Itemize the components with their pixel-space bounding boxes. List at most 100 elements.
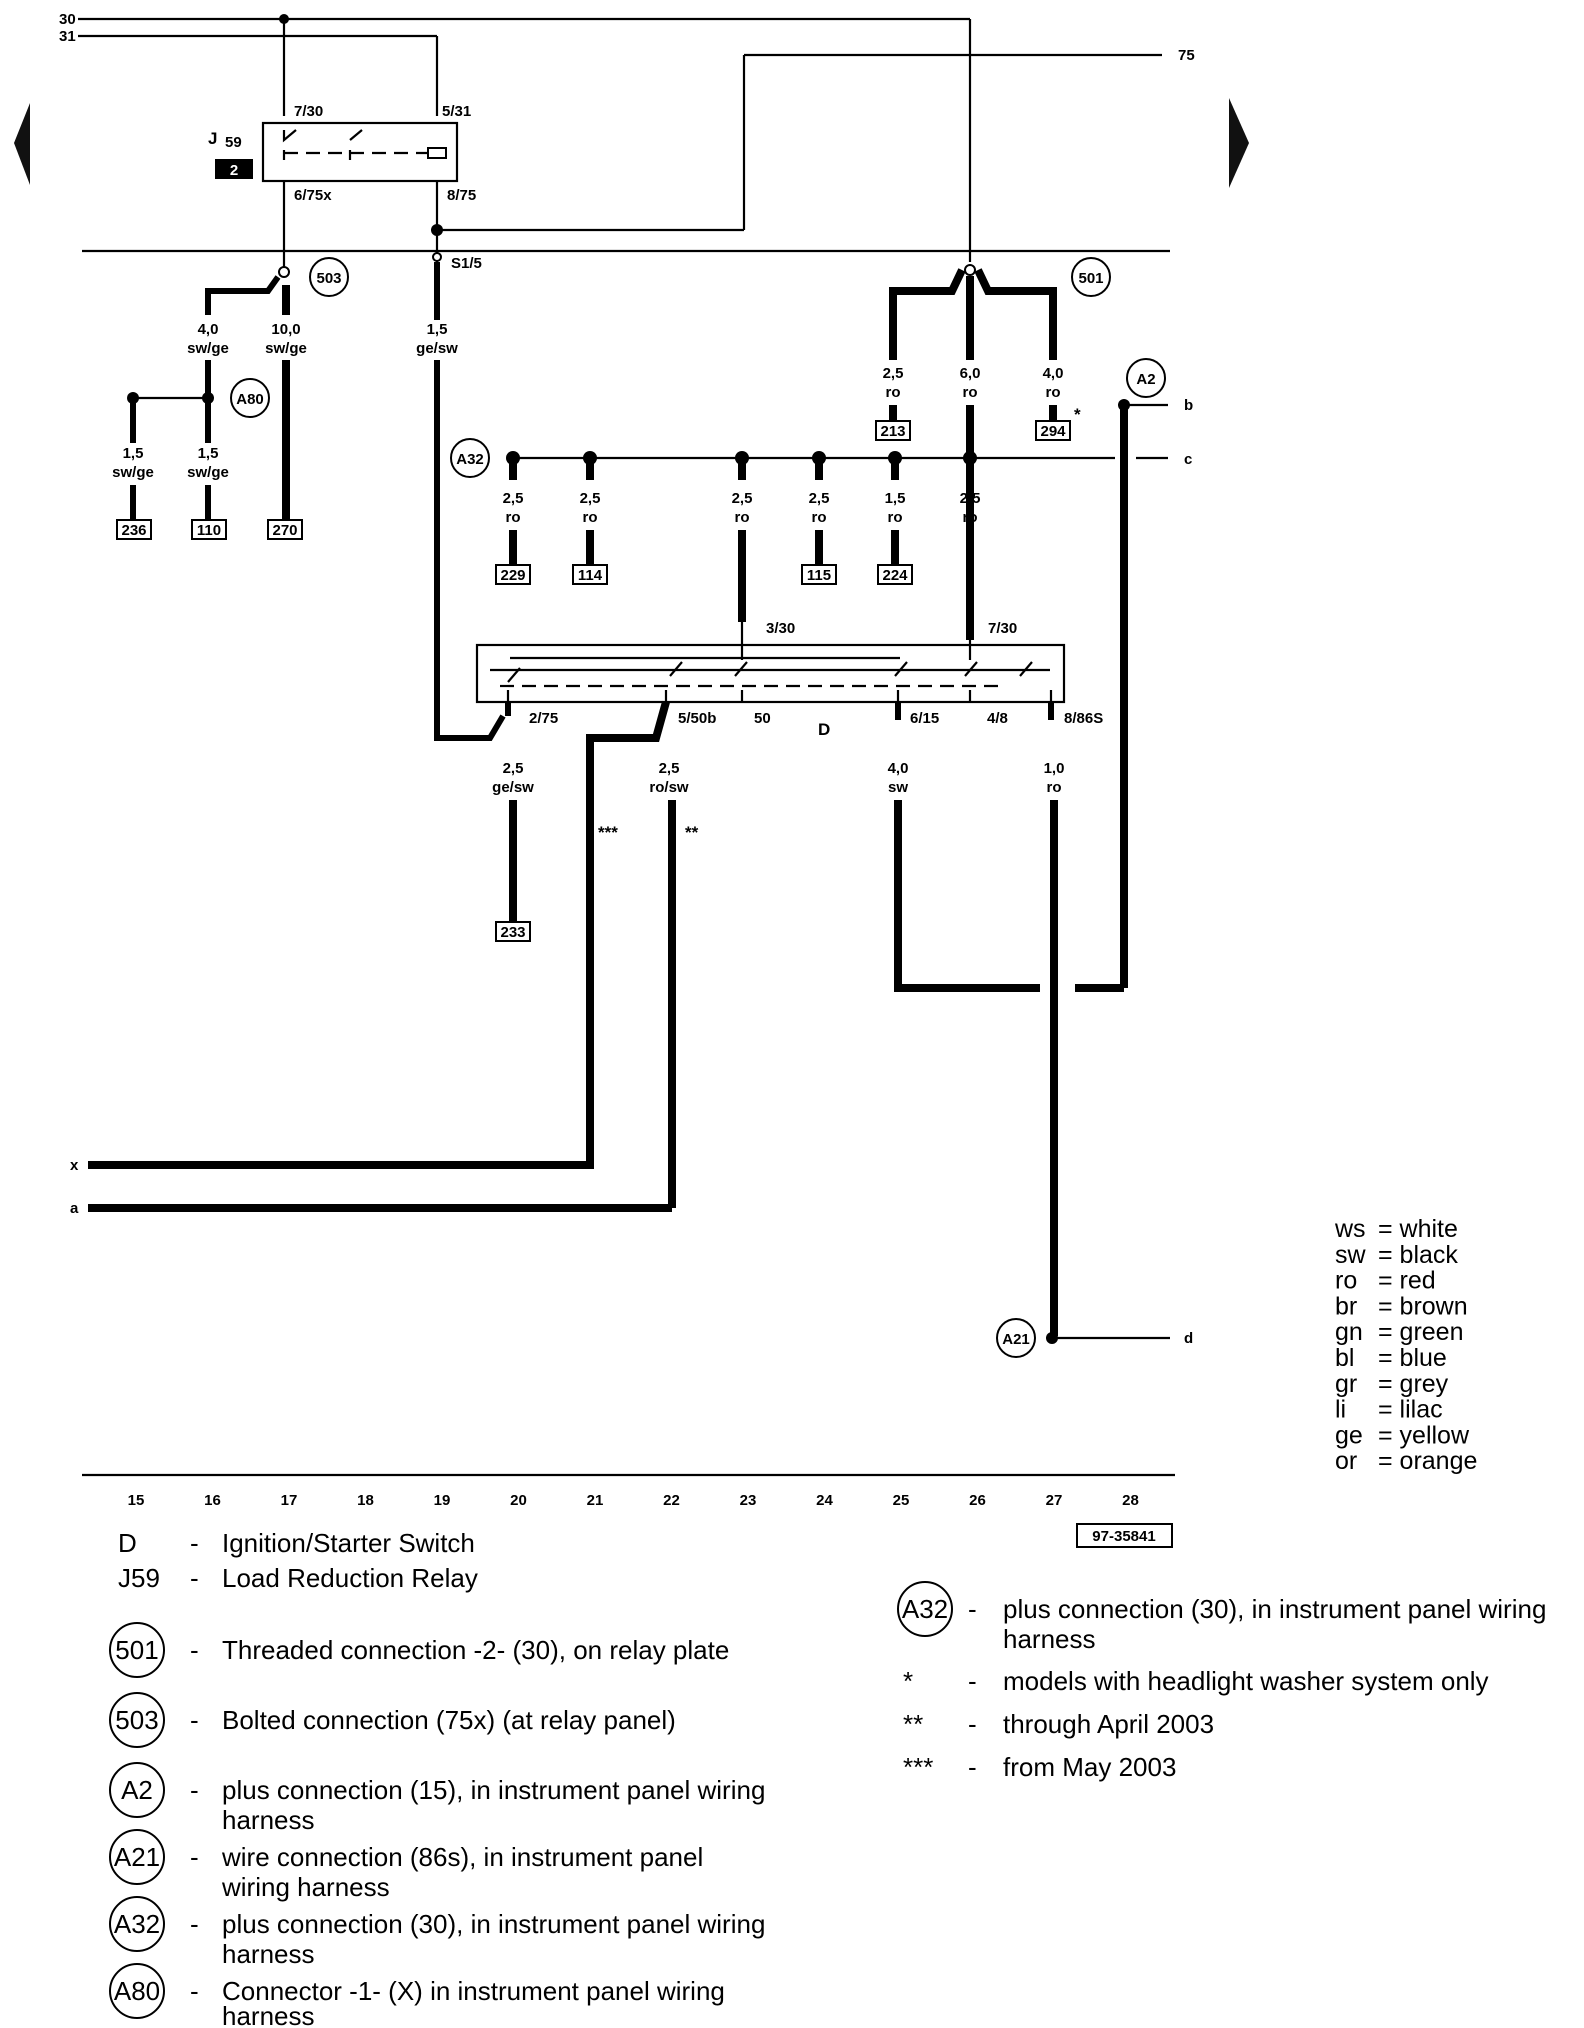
- relay-pin-6-75x: 6/75x: [294, 187, 332, 204]
- switch-name: D: [818, 720, 830, 739]
- legend-r-key-star3: ***: [903, 1752, 933, 1782]
- star-mark-294: *: [1074, 405, 1081, 424]
- ruler-number: 19: [434, 1492, 451, 1509]
- prev-page-arrow-icon[interactable]: [14, 103, 30, 185]
- ref-224: 224: [882, 567, 908, 584]
- ruler-number: 21: [587, 1492, 604, 1509]
- switch-pin-5-50b: 5/50b: [678, 710, 716, 727]
- color-name: = white: [1378, 1215, 1458, 1243]
- legend-key-501: 501: [115, 1635, 158, 1665]
- legend-text-d: Ignition/Starter Switch: [222, 1528, 475, 1558]
- wire-233-size: 2,5: [503, 760, 524, 777]
- color-name: = red: [1378, 1267, 1436, 1295]
- connector-a21: A21: [1002, 1331, 1030, 1348]
- next-page-arrow-icon[interactable]: [1229, 98, 1249, 188]
- figure-id: 97-35841: [1092, 1528, 1155, 1545]
- wire-229-size: 2,5: [503, 490, 524, 507]
- wire-115-size: 2,5: [809, 490, 830, 507]
- relay-pin-8-75: 8/75: [447, 187, 476, 204]
- legend-text-j59: Load Reduction Relay: [222, 1563, 478, 1593]
- ruler-number: 28: [1122, 1492, 1139, 1509]
- color-code: ge: [1335, 1421, 1363, 1449]
- legend-r-text-a32-cont: harness: [1003, 1624, 1096, 1654]
- relay-j59: [261, 121, 459, 183]
- color-code: ws: [1334, 1215, 1366, 1243]
- wire-233-color: ge/sw: [492, 779, 534, 796]
- legend-dash: -: [190, 1635, 199, 1665]
- color-code: or: [1335, 1447, 1357, 1475]
- ruler-number: 20: [510, 1492, 527, 1509]
- wire-23-color: ro: [735, 509, 750, 526]
- legend-dash: -: [190, 1909, 199, 1939]
- legend-r-key-star1: *: [903, 1666, 913, 1696]
- switch-pin-7-30: 7/30: [988, 620, 1017, 637]
- ruler-number: 15: [128, 1492, 145, 1509]
- ruler-number: 26: [969, 1492, 986, 1509]
- connector-501: 501: [1078, 270, 1103, 287]
- wire-sw-color: sw: [888, 779, 908, 796]
- wire-rosw-size: 2,5: [659, 760, 680, 777]
- legend-r-text-star2: through April 2003: [1003, 1709, 1214, 1739]
- relay-pin-5-31: 5/31: [442, 103, 471, 120]
- legend-key-a32: A32: [114, 1909, 160, 1939]
- junction-s15: S1/5: [451, 255, 482, 272]
- legend-text-a2-cont: harness: [222, 1805, 315, 1835]
- legend-r-key-a32: A32: [902, 1594, 948, 1624]
- legend-dash: -: [190, 1976, 199, 2006]
- edge-a: a: [70, 1200, 79, 1217]
- wire-224-size: 1,5: [885, 490, 906, 507]
- color-code: gr: [1335, 1370, 1357, 1398]
- ruler-number: 18: [357, 1492, 374, 1509]
- star-mark-2: **: [685, 823, 699, 842]
- color-name: = lilac: [1378, 1396, 1443, 1424]
- ruler-number: 22: [663, 1492, 680, 1509]
- wire-4-0-size: 4,0: [198, 321, 219, 338]
- ref-270: 270: [272, 522, 297, 539]
- wire-213-size: 2,5: [883, 365, 904, 382]
- color-name: = blue: [1378, 1344, 1447, 1372]
- ruler-number: 27: [1046, 1492, 1063, 1509]
- connector-a80: A80: [236, 391, 264, 408]
- ruler-number: 16: [204, 1492, 221, 1509]
- legend-text-501: Threaded connection -2- (30), on relay p…: [222, 1635, 729, 1665]
- legend-r-key-star2: **: [903, 1709, 923, 1739]
- wire-294-size: 4,0: [1043, 365, 1064, 382]
- color-code: li: [1335, 1396, 1346, 1424]
- relay-name: J: [208, 129, 217, 148]
- wire-6-0-color: ro: [963, 384, 978, 401]
- legend-dash: -: [190, 1528, 199, 1558]
- ref-236: 236: [121, 522, 146, 539]
- ref-110: 110: [197, 522, 221, 539]
- wire-ro-size: 1,0: [1044, 760, 1065, 777]
- legend-text-a32-cont: harness: [222, 1939, 315, 1969]
- color-name: = green: [1378, 1318, 1464, 1346]
- color-name: = yellow: [1378, 1421, 1470, 1449]
- wire-26-size: 2,5: [960, 490, 981, 507]
- line-75-label: 75: [1178, 47, 1195, 64]
- legend-dash: -: [968, 1709, 977, 1739]
- ruler-number: 17: [281, 1492, 298, 1509]
- edge-x: x: [70, 1157, 79, 1174]
- switch-pin-3-30: 3/30: [766, 620, 795, 637]
- legend-dash: -: [190, 1775, 199, 1805]
- edge-d: d: [1184, 1330, 1193, 1347]
- wire-115-color: ro: [812, 509, 827, 526]
- relay-badge: 2: [230, 162, 238, 179]
- color-code: gn: [1335, 1318, 1363, 1346]
- legend-key-a21: A21: [114, 1842, 160, 1872]
- ruler-number: 24: [816, 1492, 833, 1509]
- wire-1-5b-size: 1,5: [198, 445, 219, 462]
- wire-294-color: ro: [1046, 384, 1061, 401]
- color-code: bl: [1335, 1344, 1354, 1372]
- relay-name-sub: 59: [225, 134, 242, 151]
- color-name: = brown: [1378, 1292, 1468, 1320]
- color-code: ro: [1335, 1267, 1357, 1295]
- connector-503: 503: [316, 270, 341, 287]
- wire-213-color: ro: [886, 384, 901, 401]
- ref-213: 213: [880, 423, 905, 440]
- switch-pin-4-8: 4/8: [987, 710, 1008, 727]
- legend-key-d: D: [118, 1528, 137, 1558]
- legend-r-text-star1: models with headlight washer system only: [1003, 1666, 1489, 1696]
- switch-pin-2-75: 2/75: [529, 710, 558, 727]
